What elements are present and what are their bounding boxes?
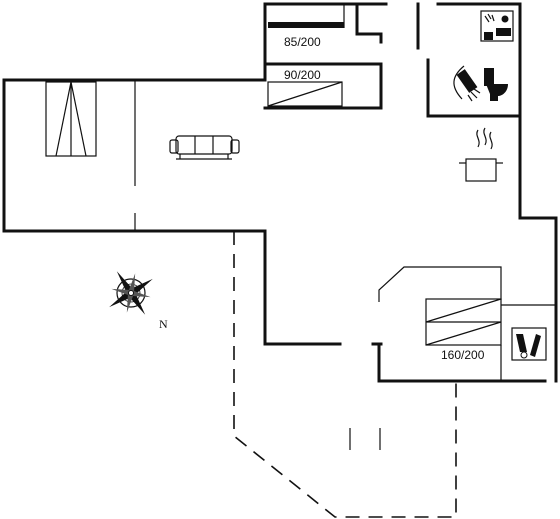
bed-top-2-frame xyxy=(267,81,343,107)
bed-right-diagonal-1 xyxy=(425,321,502,346)
utility-room xyxy=(500,304,556,381)
bed-label: 90/200 xyxy=(284,68,321,82)
wall-left-room xyxy=(2,78,342,346)
bed-label: 160/200 xyxy=(441,348,485,362)
wall-bathroom-top xyxy=(436,2,558,383)
wall-top-bedrooms xyxy=(263,2,388,82)
north-label: N xyxy=(159,317,168,331)
toilet-icon xyxy=(484,68,508,101)
shower-icon xyxy=(453,65,481,102)
bed-top-2-diagonal xyxy=(267,81,343,107)
bed-right-diagonal-2 xyxy=(425,298,502,323)
bed-left-diagonal-1 xyxy=(55,81,72,157)
compass-rose-icon xyxy=(109,271,153,315)
terrace-outline xyxy=(233,231,457,518)
bed-label: 85/200 xyxy=(284,35,321,49)
wall-bedroom-lower xyxy=(377,342,547,383)
utility-room-icon xyxy=(511,327,547,361)
kitchen-pot-icon xyxy=(459,127,503,182)
bed-top-1-frame xyxy=(268,22,344,28)
bed-top-2: 90/200 xyxy=(267,68,343,107)
bed-top-1: 85/200 xyxy=(268,4,345,49)
sofa-icon xyxy=(169,135,240,160)
bed-left-diagonal-2 xyxy=(70,81,87,157)
wall-bedroom-divider xyxy=(263,62,383,110)
bed-right: 160/200 xyxy=(378,266,502,362)
bed-left-room xyxy=(45,81,97,157)
sauna-icon xyxy=(480,10,514,42)
wall-bathroom-bottom xyxy=(426,58,522,118)
bed-right-headboard xyxy=(378,266,502,302)
wall-bedroom-right xyxy=(355,2,383,44)
walls xyxy=(2,2,558,383)
